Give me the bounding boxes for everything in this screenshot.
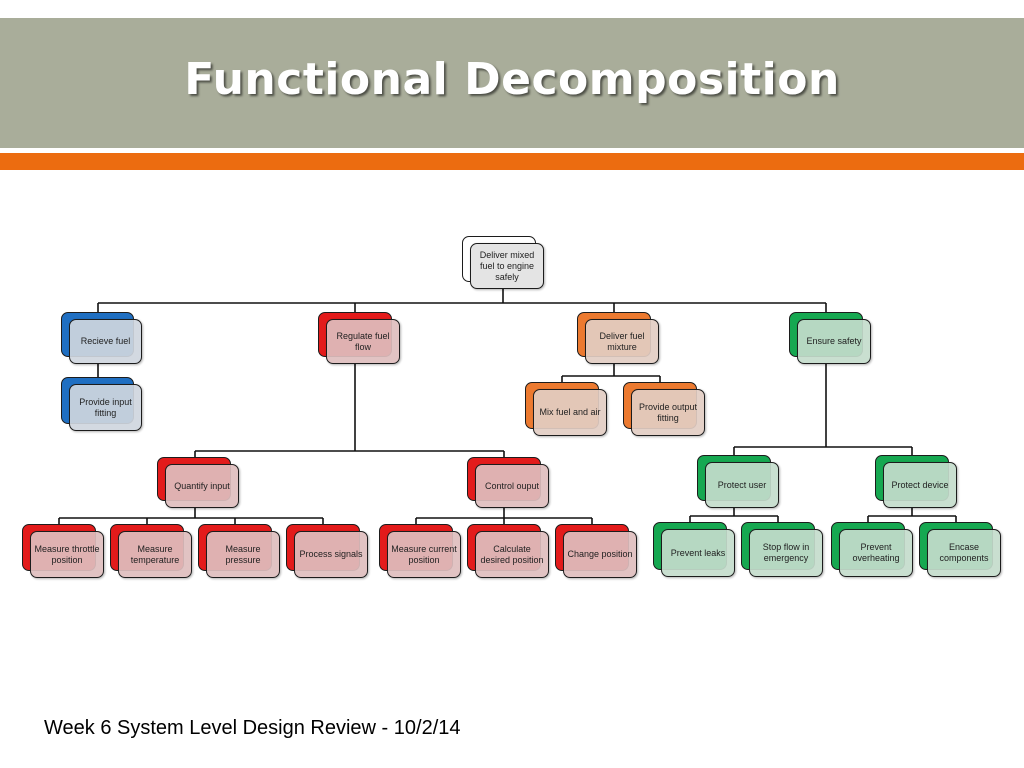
node-deliver-fuel-mixture: Deliver fuel mixture [577, 312, 659, 364]
node-calculate-desired-label: Calculate desired position [475, 531, 549, 578]
node-change-position-label: Change position [563, 531, 637, 578]
node-prevent-leaks: Prevent leaks [653, 522, 735, 577]
node-change-position: Change position [555, 524, 637, 578]
node-measure-throttle-label: Measure throttle position [30, 531, 104, 578]
node-mix-fuel-air: Mix fuel and air [525, 382, 607, 436]
node-provide-input-fitting-label: Provide input fitting [69, 384, 142, 431]
node-quantify-input-label: Quantify input [165, 464, 239, 508]
node-encase-components: Encase components [919, 522, 1001, 577]
node-receive-fuel-label: Recieve fuel [69, 319, 142, 364]
node-control-output-label: Control ouput [475, 464, 549, 508]
node-encase-components-label: Encase components [927, 529, 1001, 577]
node-measure-temperature-label: Measure temperature [118, 531, 192, 578]
node-quantify-input: Quantify input [157, 457, 239, 508]
node-provide-output-fitting-label: Provide output fitting [631, 389, 705, 436]
node-prevent-leaks-label: Prevent leaks [661, 529, 735, 577]
node-measure-current-label: Measure current position [387, 531, 461, 578]
title-band [0, 18, 1024, 148]
node-root-label: Deliver mixed fuel to engine safely [470, 243, 544, 289]
node-provide-input-fitting: Provide input fitting [61, 377, 142, 431]
node-regulate-fuel-flow: Regulate fuel flow [318, 312, 400, 364]
node-measure-pressure-label: Measure pressure [206, 531, 280, 578]
slide-title: Functional Decomposition [184, 54, 840, 105]
node-process-signals: Process signals [286, 524, 368, 578]
node-measure-temperature: Measure temperature [110, 524, 192, 578]
node-prevent-overheating: Prevent overheating [831, 522, 913, 577]
node-root: Deliver mixed fuel to engine safely [462, 236, 544, 289]
node-protect-device-label: Protect device [883, 462, 957, 508]
node-regulate-fuel-flow-label: Regulate fuel flow [326, 319, 400, 364]
node-receive-fuel: Recieve fuel [61, 312, 142, 364]
node-measure-pressure: Measure pressure [198, 524, 280, 578]
node-measure-throttle: Measure throttle position [22, 524, 104, 578]
node-measure-current: Measure current position [379, 524, 461, 578]
node-process-signals-label: Process signals [294, 531, 368, 578]
node-protect-user-label: Protect user [705, 462, 779, 508]
node-control-output: Control ouput [467, 457, 549, 508]
node-protect-device: Protect device [875, 455, 957, 508]
node-stop-flow: Stop flow in emergency [741, 522, 823, 577]
node-ensure-safety: Ensure safety [789, 312, 871, 364]
node-calculate-desired: Calculate desired position [467, 524, 549, 578]
node-provide-output-fitting: Provide output fitting [623, 382, 705, 436]
node-protect-user: Protect user [697, 455, 779, 508]
node-mix-fuel-air-label: Mix fuel and air [533, 389, 607, 436]
node-stop-flow-label: Stop flow in emergency [749, 529, 823, 577]
node-prevent-overheating-label: Prevent overheating [839, 529, 913, 577]
node-deliver-fuel-mixture-label: Deliver fuel mixture [585, 319, 659, 364]
slide-footer: Week 6 System Level Design Review - 10/2… [44, 717, 461, 739]
accent-bar [0, 153, 1024, 170]
node-ensure-safety-label: Ensure safety [797, 319, 871, 364]
